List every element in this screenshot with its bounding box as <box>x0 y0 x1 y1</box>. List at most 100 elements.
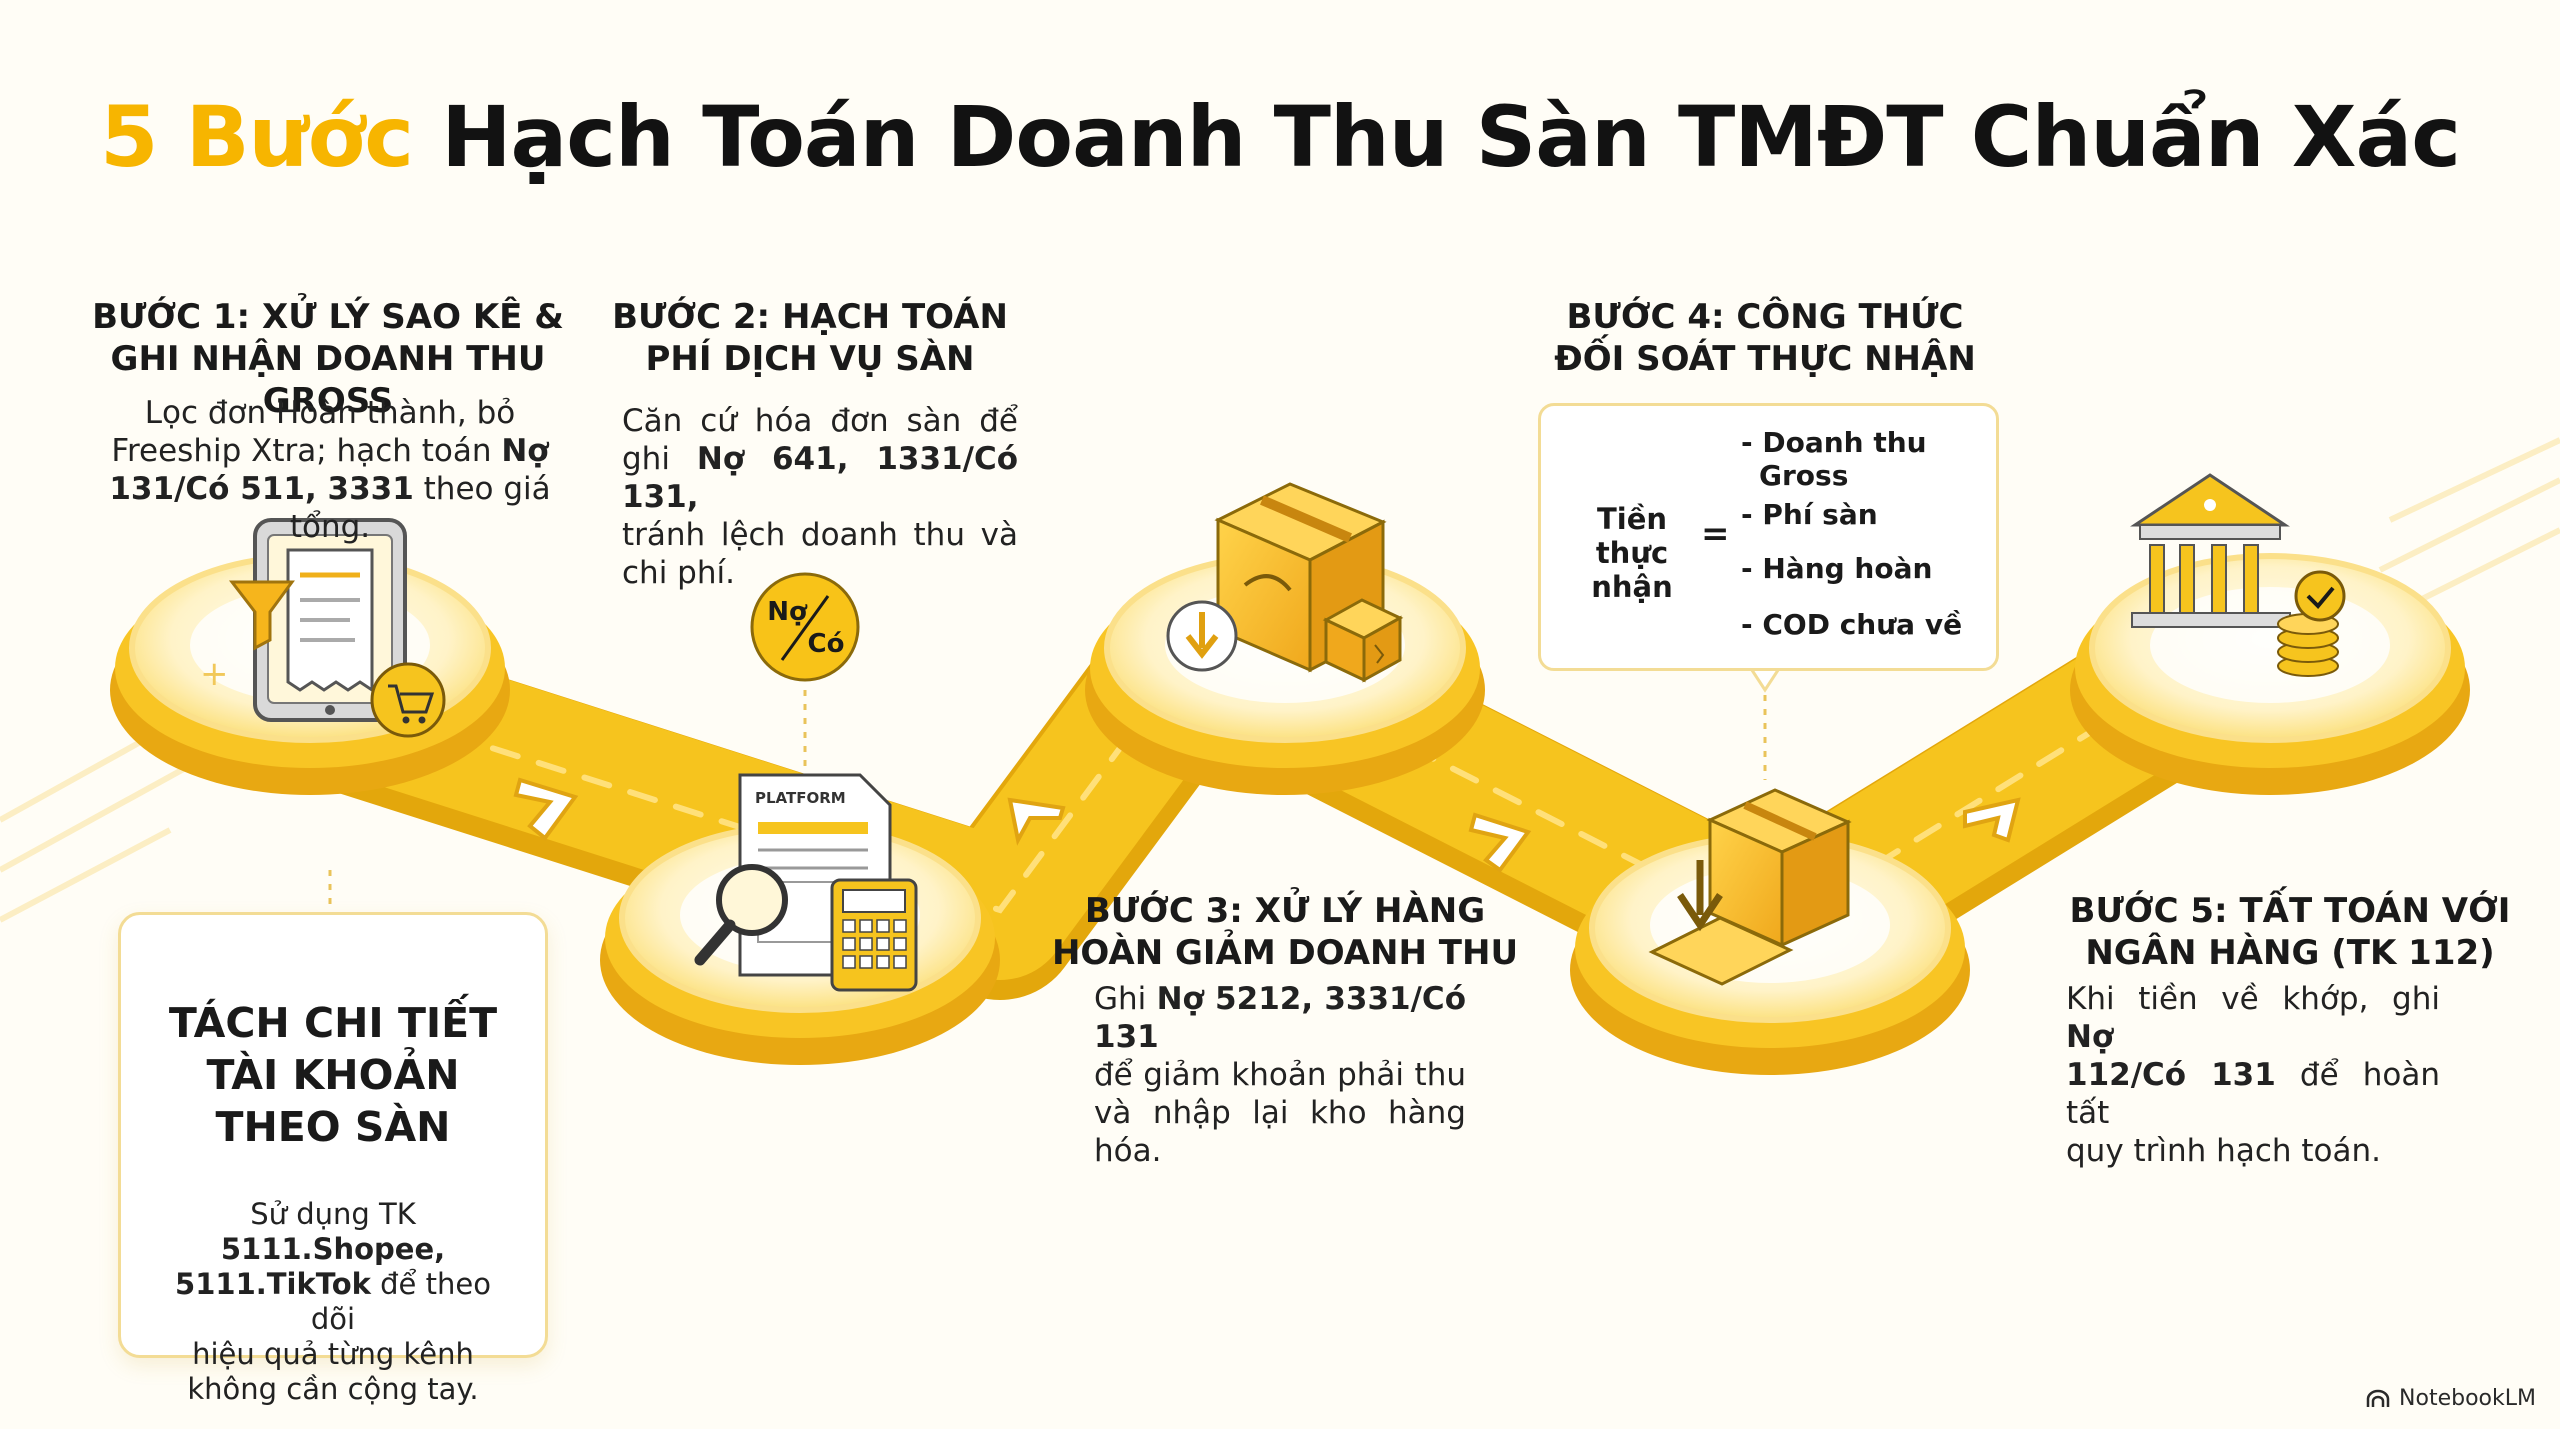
formula-card: Tiền thực nhận = - Doanh thu Gross - Phí… <box>1538 403 1999 671</box>
text-run: chi phí. <box>622 555 735 591</box>
magnifier-icon <box>694 864 788 966</box>
formula-item: - COD chưa về <box>1741 608 1963 641</box>
title-rest: Hạch Toán Doanh Thu Sàn TMĐT Chuẩn Xác <box>441 88 2461 186</box>
step-5-heading: BƯỚC 5: TẤT TOÁN VỚI NGÂN HÀNG (TK 112) <box>2040 890 2540 974</box>
bold-text: 131/Có 511, 3331 <box>109 471 414 507</box>
text-run: để hoàn tất <box>2066 1057 2440 1131</box>
down-arrow-icon <box>1166 600 1238 672</box>
co-label: Có <box>808 629 845 659</box>
text-line: không cần cộng tay. <box>153 1372 513 1407</box>
formula-item: - Phí sàn <box>1741 498 1878 531</box>
check-icon <box>2294 570 2346 622</box>
formula-item: - Hàng hoàn <box>1741 552 1933 585</box>
text-run: Lọc đơn Hoàn thành, bỏ <box>144 395 516 431</box>
text-line: chi phí. <box>622 554 1018 592</box>
page-title: 5 Bước Hạch Toán Doanh Thu Sàn TMĐT Chuẩ… <box>0 88 2560 186</box>
text-line: hiệu quả từng kênh <box>153 1337 513 1372</box>
step-5-heading-line: BƯỚC 5: TẤT TOÁN VỚI <box>2069 891 2511 931</box>
bold-text: 5111.Shopee, <box>220 1232 446 1266</box>
text-run: Sử dụng TK <box>250 1197 416 1231</box>
bold-text: Nợ <box>501 433 549 469</box>
step-2-heading-line: BƯỚC 2: HẠCH TOÁN <box>612 297 1008 337</box>
formula-item: Gross <box>1759 459 1849 492</box>
bold-text: Nợ <box>2066 1019 2114 1055</box>
filter-icon <box>228 580 295 651</box>
text-run: quy trình hạch toán. <box>2066 1133 2381 1169</box>
text-run: hóa. <box>1094 1133 1162 1169</box>
text-line: ghi Nợ 641, 1331/Có 131, <box>622 440 1018 516</box>
no-label: Nợ <box>767 597 808 627</box>
text-run: tránh lệch doanh thu và <box>622 517 1018 553</box>
notebooklm-logo-icon <box>2366 1389 2390 1407</box>
formula-item: - Doanh thu <box>1741 426 1927 459</box>
bold-text: Nợ 5212, 3331/Có 131 <box>1094 981 1466 1055</box>
text-line: 131/Có 511, 3331 theo giá tổng. <box>80 470 580 546</box>
text-line: tránh lệch doanh thu và <box>622 516 1018 554</box>
broken-box-icon <box>1322 598 1404 683</box>
text-run: Ghi <box>1094 981 1157 1017</box>
account-split-title-line: THEO SÀN <box>215 1103 451 1151</box>
connector-lines <box>328 690 1767 915</box>
text-line: hóa. <box>1094 1132 1466 1170</box>
step-3-heading: BƯỚC 3: XỬ LÝ HÀNG HOÀN GIẢM DOANH THU <box>1050 890 1520 974</box>
text-line: Khi tiền về khớp, ghi Nợ <box>2066 980 2440 1056</box>
cart-icon <box>370 662 446 738</box>
no-co-badge: Nợ Có <box>750 572 860 682</box>
step-3-heading-line: BƯỚC 3: XỬ LÝ HÀNG <box>1084 891 1486 931</box>
plus-decoration: + <box>200 654 229 694</box>
formula-left-line: nhận <box>1591 570 1673 604</box>
account-split-title-line: TÁCH CHI TIẾT <box>168 999 498 1047</box>
text-run: không cần cộng tay. <box>187 1372 479 1406</box>
account-split-card: TÁCH CHI TIẾT TÀI KHOẢN THEO SÀN Sử dụng… <box>118 912 548 1406</box>
box-inbound-icon <box>1648 788 1852 986</box>
text-run: để giảm khoản phải thu <box>1094 1057 1466 1093</box>
text-run: Freeship Xtra; hạch toán <box>111 433 502 469</box>
step-4-heading: BƯỚC 4: CÔNG THỨC ĐỐI SOÁT THỰC NHẬN <box>1520 296 2010 380</box>
step-1-heading-line: BƯỚC 1: XỬ LÝ SAO KÊ & <box>92 297 564 337</box>
text-run: ghi <box>622 441 697 477</box>
calculator-icon <box>830 878 918 992</box>
text-line: và nhập lại kho hàng <box>1094 1094 1466 1132</box>
text-line: 5111.TikTok để theo dõi <box>153 1267 513 1337</box>
text-line: Lọc đơn Hoàn thành, bỏ <box>80 394 580 432</box>
coin-stack-icon <box>2277 613 2339 677</box>
formula-equals: = <box>1701 514 1730 554</box>
direction-arrows <box>513 777 2021 873</box>
text-line: Freeship Xtra; hạch toán Nợ <box>80 432 580 470</box>
text-run: theo giá tổng. <box>289 471 551 545</box>
step-1-heading-line: GHI NHẬN DOANH THU GROSS <box>110 339 546 421</box>
text-line: để giảm khoản phải thu <box>1094 1056 1466 1094</box>
step-4-heading-line: BƯỚC 4: CÔNG THỨC <box>1566 297 1964 337</box>
step-5-heading-line: NGÂN HÀNG (TK 112) <box>2085 933 2495 973</box>
text-line: quy trình hạch toán. <box>2066 1132 2440 1170</box>
text-run: Căn cứ hóa đơn sàn để <box>622 403 1018 439</box>
text-run: hiệu quả từng kênh <box>192 1337 474 1371</box>
step-2-heading-line: PHÍ DỊCH VỤ SÀN <box>645 339 975 379</box>
formula-left-line: Tiền thực <box>1595 502 1669 570</box>
bold-text: Nợ 641, 1331/Có 131, <box>622 441 1018 515</box>
text-run: và nhập lại kho hàng <box>1094 1095 1466 1131</box>
step-3-heading-line: HOÀN GIẢM DOANH THU <box>1051 933 1519 973</box>
tablet-receipt-icon <box>253 518 407 722</box>
step-2-heading: BƯỚC 2: HẠCH TOÁN PHÍ DỊCH VỤ SÀN <box>570 296 1050 380</box>
formula-left: Tiền thực nhận <box>1557 502 1707 604</box>
platform-label: PLATFORM <box>755 789 846 807</box>
bold-text: 5111.TikTok <box>175 1267 371 1301</box>
text-run: Khi tiền về khớp, ghi <box>2066 981 2440 1017</box>
text-line: Căn cứ hóa đơn sàn để <box>622 402 1018 440</box>
account-split-title: TÁCH CHI TIẾT TÀI KHOẢN THEO SÀN <box>121 997 545 1153</box>
bold-text: 112/Có 131 <box>2066 1057 2276 1093</box>
title-accent: 5 Bước <box>99 88 414 186</box>
text-run: để theo dõi <box>310 1267 491 1336</box>
text-line: 112/Có 131 để hoàn tất <box>2066 1056 2440 1132</box>
text-line: Ghi Nợ 5212, 3331/Có 131 <box>1094 980 1466 1056</box>
watermark-label: NotebookLM <box>2399 1386 2536 1411</box>
text-line: Sử dụng TK 5111.Shopee, <box>153 1197 513 1267</box>
notebooklm-watermark: NotebookLM <box>2365 1386 2536 1411</box>
step-4-heading-line: ĐỐI SOÁT THỰC NHẬN <box>1554 339 1976 379</box>
